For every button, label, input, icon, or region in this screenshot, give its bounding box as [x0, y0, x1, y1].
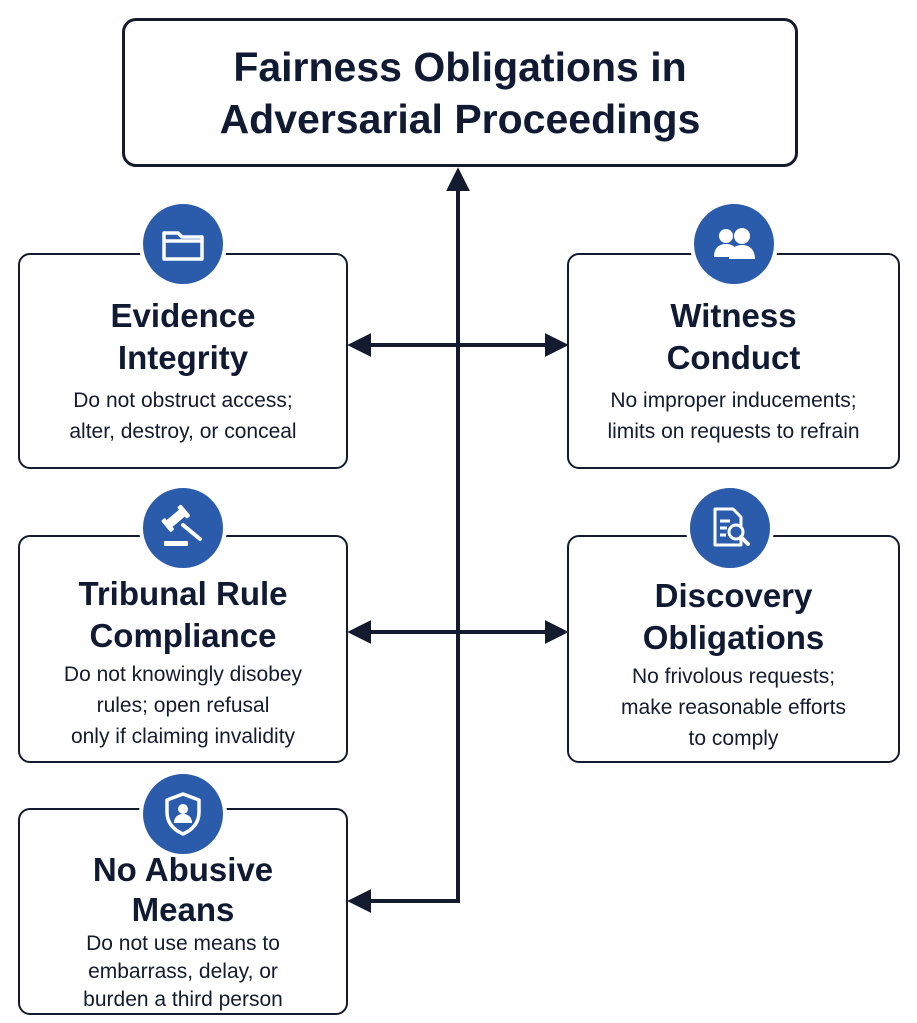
- card-title: Compliance: [89, 617, 277, 654]
- gavel-icon: [139, 484, 227, 572]
- card-discovery-obligations: Discovery Obligations No frivolous reque…: [567, 535, 900, 763]
- card-title: Tribunal Rule: [78, 575, 288, 612]
- card-tribunal-rule-compliance: Tribunal Rule Compliance Do not knowingl…: [18, 535, 348, 763]
- shield-person-icon: [139, 770, 227, 858]
- card-title: Obligations: [642, 619, 825, 656]
- card-evidence-integrity: Evidence Integrity Do not obstruct acces…: [18, 253, 348, 469]
- diagram-title-box: Fairness Obligations in Adversarial Proc…: [122, 18, 798, 167]
- card-description: No improper inducements; limits on reque…: [607, 389, 860, 443]
- card-witness-conduct: Witness Conduct No improper inducements;…: [567, 253, 900, 469]
- card-title: Means: [131, 891, 235, 928]
- card-title: Integrity: [117, 339, 249, 376]
- card-description: No frivolous requests; make reasonable e…: [621, 665, 846, 750]
- card-title: Witness: [670, 297, 797, 334]
- card-description: Do not knowingly disobey rules; open ref…: [63, 663, 303, 748]
- title-line-1: Fairness Obligations in: [233, 43, 687, 90]
- card-title: Evidence: [110, 297, 256, 334]
- card-description: Do not obstruct access; alter, destroy, …: [69, 389, 297, 443]
- card-title: Discovery: [654, 577, 813, 614]
- card-description: Do not use means to embarrass, delay, or…: [83, 932, 283, 1011]
- folder-icon: [139, 200, 227, 288]
- document-search-icon: [686, 484, 774, 572]
- title-line-2: Adversarial Proceedings: [219, 95, 701, 142]
- card-title: Conduct: [666, 339, 801, 376]
- users-icon: [690, 200, 778, 288]
